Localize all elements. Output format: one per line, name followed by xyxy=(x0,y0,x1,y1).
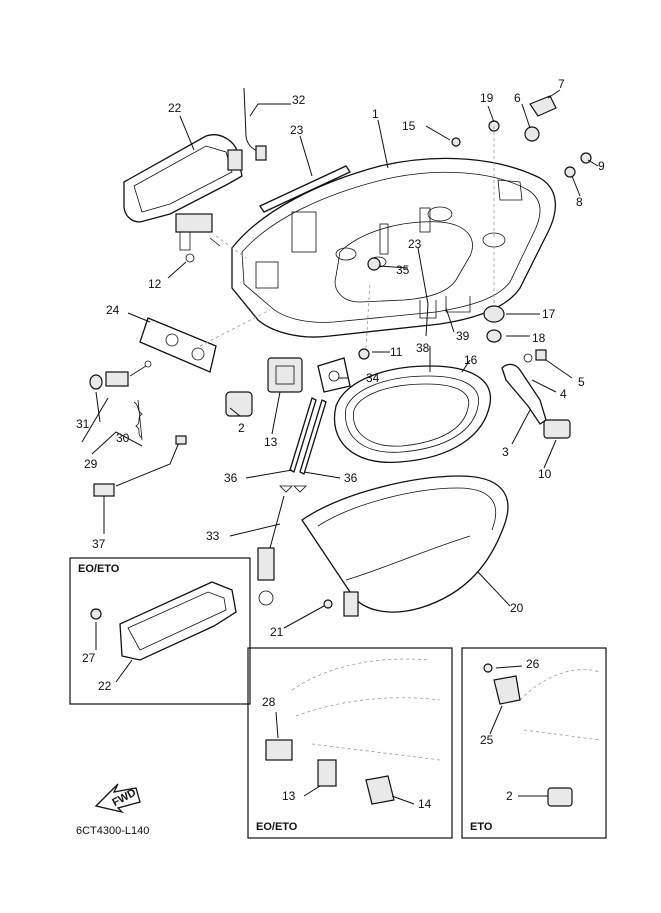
callout-31: 31 xyxy=(76,417,90,431)
callout-13: 13 xyxy=(264,435,278,449)
callout-22-top: 22 xyxy=(168,101,182,115)
callout-9: 9 xyxy=(598,159,605,173)
callout-2-inset: 2 xyxy=(506,789,513,803)
callout-25: 25 xyxy=(480,733,494,747)
callout-labels: 1 2 3 4 5 6 7 8 9 10 11 12 13 14 15 16 1… xyxy=(76,77,605,811)
callout-20: 20 xyxy=(510,601,524,615)
silencer-part-22 xyxy=(123,134,243,223)
callout-16: 16 xyxy=(464,353,478,367)
callout-35: 35 xyxy=(396,263,410,277)
callout-34: 34 xyxy=(366,371,380,385)
bottom-cowling xyxy=(231,157,557,338)
callout-14: 14 xyxy=(418,797,432,811)
inset-eo-eto-bottom-label: EO/ETO xyxy=(256,821,298,833)
bracket-part-12 xyxy=(175,213,221,263)
plate-part-24 xyxy=(139,317,217,373)
inset-eo-eto-left: EO/ETO xyxy=(69,557,251,705)
clip-part-7 xyxy=(529,95,557,117)
callout-22-inset: 22 xyxy=(98,679,112,693)
callout-11: 11 xyxy=(390,345,403,359)
callout-1: 1 xyxy=(372,107,379,121)
holder-part-13 xyxy=(267,357,303,393)
gasket-part-16 xyxy=(333,365,492,464)
callout-12: 12 xyxy=(148,277,162,291)
callout-2: 2 xyxy=(238,421,245,435)
grommet-part-2-inset xyxy=(547,787,573,807)
switch-assembly-part-29 xyxy=(89,360,152,441)
callout-15: 15 xyxy=(402,119,416,133)
callout-37: 37 xyxy=(92,537,106,551)
callout-36-right: 36 xyxy=(344,471,358,485)
lever-part-3 xyxy=(501,349,571,439)
bolt-part-11 xyxy=(358,348,370,360)
callout-17: 17 xyxy=(542,307,556,321)
cable-clip-part-32 xyxy=(255,145,267,161)
callout-28: 28 xyxy=(262,695,276,709)
bracket-part-25 xyxy=(493,675,521,705)
inset-eto: ETO 2 xyxy=(461,647,607,839)
inset-eto-label: ETO xyxy=(470,821,493,833)
collar-part-18 xyxy=(486,329,502,343)
plate-hole-1 xyxy=(165,333,179,347)
callout-39: 39 xyxy=(456,329,470,343)
bolt-part-8 xyxy=(564,166,576,178)
rod-part-36-a xyxy=(289,397,317,473)
assembly-line-11 xyxy=(365,281,371,349)
plate-hole-2 xyxy=(191,347,205,361)
seal-strip-part-23 xyxy=(259,165,351,213)
callout-32: 32 xyxy=(292,93,306,107)
callout-3: 3 xyxy=(502,445,509,459)
bolt-part-15 xyxy=(451,137,461,147)
plate-part-28 xyxy=(265,739,293,761)
lower-shell-part-20 xyxy=(301,475,509,617)
rod-part-36-b xyxy=(299,399,327,475)
callout-21: 21 xyxy=(270,625,284,639)
callout-4: 4 xyxy=(560,387,567,401)
callout-8: 8 xyxy=(576,195,583,209)
callout-23-inner: 23 xyxy=(408,237,422,251)
callout-6: 6 xyxy=(514,91,521,105)
callout-36-left: 36 xyxy=(224,471,238,485)
callout-7: 7 xyxy=(558,77,565,91)
leader-lines xyxy=(81,89,599,629)
nut-part-6 xyxy=(524,126,540,142)
cable-part-32 xyxy=(243,87,261,153)
assembly-line-24 xyxy=(199,309,271,347)
bolt-part-26 xyxy=(483,663,493,673)
callout-26: 26 xyxy=(526,657,540,671)
callout-5: 5 xyxy=(578,375,585,389)
screw-part-21 xyxy=(323,599,333,609)
callout-18: 18 xyxy=(532,331,546,345)
inset-eo-eto-bottom: EO/ETO 13 xyxy=(247,647,453,839)
bracket-part-34 xyxy=(317,357,351,393)
callout-10: 10 xyxy=(538,467,552,481)
callout-23-top: 23 xyxy=(290,123,304,137)
callout-27: 27 xyxy=(82,651,96,665)
grommet-part-2 xyxy=(225,391,253,417)
callout-24: 24 xyxy=(106,303,120,317)
diagram-code: 6CT4300-L140 xyxy=(76,825,149,837)
callout-38: 38 xyxy=(416,341,430,355)
fwd-arrow-icon: FWD xyxy=(94,783,141,814)
inset-eo-eto-left-label: EO/ETO xyxy=(78,563,120,575)
assembly-line-12 xyxy=(215,235,247,259)
grommet-part-17 xyxy=(483,305,505,323)
holder-part-13-inset xyxy=(317,759,337,787)
callout-13-inset: 13 xyxy=(282,789,296,803)
holder-part-14 xyxy=(365,775,395,805)
grommet-part-35 xyxy=(367,257,381,271)
callout-30: 30 xyxy=(116,431,130,445)
cable-part-37 xyxy=(93,435,187,497)
grommet-part-9 xyxy=(580,152,592,164)
cable-part-33 xyxy=(257,485,307,606)
callout-29: 29 xyxy=(84,457,98,471)
callout-33: 33 xyxy=(206,529,220,543)
callout-19: 19 xyxy=(480,91,494,105)
